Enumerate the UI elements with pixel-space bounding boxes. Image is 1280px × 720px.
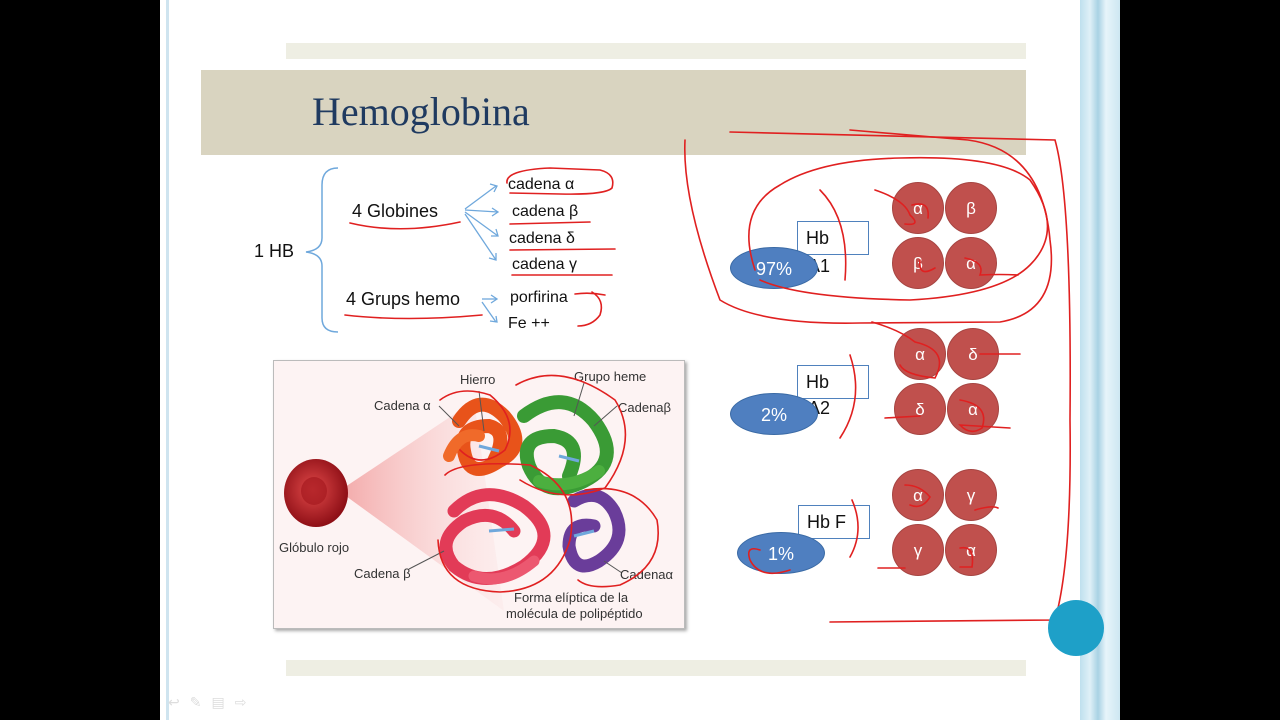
label-molecula: molécula de polipéptido [506, 606, 643, 621]
tree-brackets [305, 167, 500, 333]
slideshow-controls[interactable]: ↩✎▤⇨ [168, 694, 268, 714]
iron-label: Fe ++ [508, 315, 550, 332]
chain-circle-beta: β [892, 237, 944, 289]
chain-circle-alpha: α [892, 182, 944, 234]
percent-hb-f: 1% [737, 532, 825, 574]
chain-circle-gamma: γ [945, 469, 997, 521]
percent-hb-a1: 97% [730, 247, 818, 289]
hb-a2-label: Hb [806, 372, 830, 392]
chain-circle-beta: β [945, 182, 997, 234]
chain-gamma-label: cadena γ [512, 256, 577, 273]
globines-label: 4 Globines [352, 201, 439, 221]
slide-right-border [1080, 0, 1120, 720]
label-grupo-heme: Grupo heme [574, 369, 647, 384]
chain-delta-label: cadena δ [509, 230, 575, 247]
hb-f-label: Hb F [807, 512, 847, 532]
label-forma-eliptica: Forma elíptica de la [514, 590, 629, 605]
hb-a1-label: Hb [806, 228, 830, 248]
chain-alpha-label: cadena α [508, 176, 575, 193]
porfirina-label: porfirina [510, 289, 568, 306]
menu-icon[interactable]: ▤ [211, 694, 235, 710]
label-cadena-beta-left: Cadena β [354, 566, 411, 581]
title-bar [201, 70, 1026, 155]
prev-icon[interactable]: ↩ [168, 694, 190, 710]
label-cadena-beta: Cadenaβ [618, 400, 672, 415]
chain-circle-gamma: γ [892, 524, 944, 576]
label-globulo-rojo: Glóbulo rojo [279, 540, 350, 555]
annotation-ink [344, 129, 1072, 623]
label-cadena-alpha: Cadena α [374, 398, 431, 413]
label-hierro: Hierro [460, 372, 496, 387]
bottom-band [286, 660, 1026, 676]
pen-icon[interactable]: ✎ [189, 694, 212, 710]
slide-tab-marker [1048, 600, 1104, 656]
chain-circle-alpha: α [892, 469, 944, 521]
chain-circle-delta: δ [894, 383, 946, 435]
hemo-groups-label: 4 Grups hemo [346, 289, 461, 309]
page-title: Hemoglobina [312, 89, 530, 134]
hb-root-label: 1 HB [254, 241, 295, 261]
top-band [286, 43, 1026, 59]
hb-a2-box: Hb [797, 365, 869, 399]
slide: Hemoglobina 1 HB 4 Globines cadena α cad… [160, 0, 1120, 720]
percent-hb-a2: 2% [730, 393, 818, 435]
slide-left-border [166, 0, 169, 720]
chain-beta-label: cadena β [512, 203, 579, 220]
next-icon[interactable]: ⇨ [234, 694, 257, 710]
hb-a1-box: Hb [797, 221, 869, 255]
chain-circle-alpha: α [945, 237, 997, 289]
